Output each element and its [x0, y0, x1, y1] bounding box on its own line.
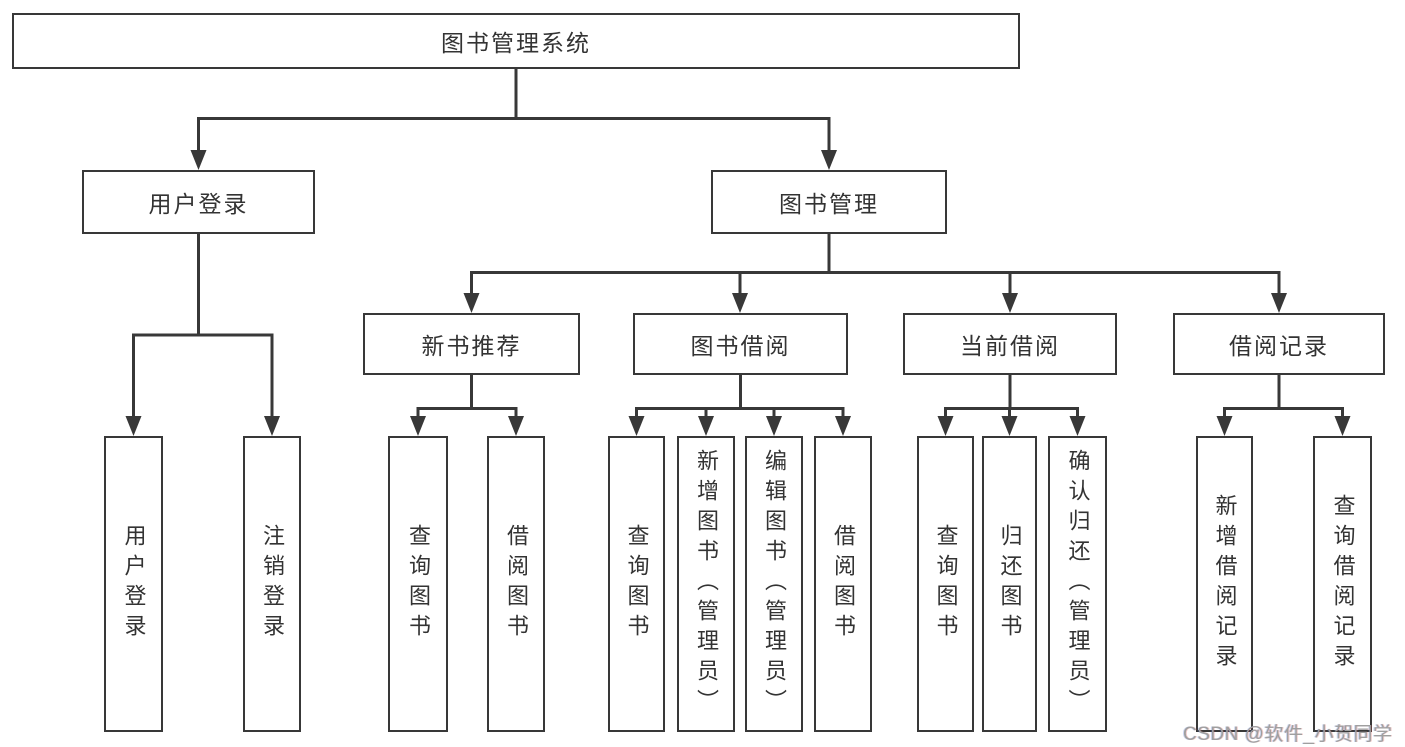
connector-user-login-to-leaves [132, 234, 274, 418]
connector-root-to-level2 [197, 68, 831, 152]
node-root-label: 图书管理系统 [441, 30, 591, 56]
leaf-return-books-label: 归还图书 [997, 524, 1023, 644]
connector-records-to-leaves [1223, 375, 1344, 419]
arrowheads [125, 150, 1351, 436]
leaf-return-books: 归还图书 [982, 436, 1037, 732]
leaf-query-books-recommend-label: 查询图书 [406, 524, 431, 644]
leaf-add-books-admin-label: 新增图书（管理员） [694, 449, 719, 719]
connector-book-mgmt-to-level3 [470, 234, 1281, 295]
leaf-query-books-borrow: 查询图书 [608, 436, 665, 732]
node-current-borrow-label: 当前借阅 [960, 333, 1060, 359]
leaf-add-books-admin: 新增图书（管理员） [677, 436, 735, 732]
node-current-borrow: 当前借阅 [903, 313, 1117, 375]
leaf-borrow-books-label: 借阅图书 [831, 524, 856, 644]
leaf-borrow-books-recommend: 借阅图书 [487, 436, 545, 732]
leaf-query-borrow-record: 查询借阅记录 [1313, 436, 1372, 732]
leaf-query-borrow-record-label: 查询借阅记录 [1330, 494, 1356, 674]
connector-new-book-to-leaves [416, 375, 518, 419]
leaf-borrow-books-recommend-label: 借阅图书 [504, 524, 529, 644]
node-user-login-branch: 用户登录 [82, 170, 315, 234]
node-borrow-records-label: 借阅记录 [1229, 333, 1329, 359]
leaf-query-books-borrow-label: 查询图书 [624, 524, 650, 644]
node-new-book-recommend-label: 新书推荐 [421, 333, 522, 359]
leaf-query-books-current: 查询图书 [917, 436, 974, 732]
connector-current-borrow-to-leaves [944, 375, 1079, 419]
node-borrow-records: 借阅记录 [1173, 313, 1385, 375]
leaf-user-login: 用户登录 [104, 436, 163, 732]
node-book-management-branch: 图书管理 [711, 170, 947, 234]
node-user-login-label: 用户登录 [148, 191, 249, 217]
leaf-query-books-recommend: 查询图书 [388, 436, 448, 732]
leaf-query-books-current-label: 查询图书 [933, 524, 959, 644]
leaf-logout: 注销登录 [243, 436, 301, 732]
leaf-edit-books-admin-label: 编辑图书（管理员） [762, 449, 787, 719]
leaf-confirm-return-admin-label: 确认归还（管理员） [1065, 449, 1091, 719]
leaf-user-login-label: 用户登录 [121, 524, 147, 644]
leaf-confirm-return-admin: 确认归还（管理员） [1048, 436, 1107, 732]
connector-book-borrow-to-leaves [635, 375, 845, 419]
csdn-watermark: CSDN @软件_小贺同学 [1183, 724, 1393, 745]
node-book-borrow-label: 图书借阅 [690, 333, 791, 359]
node-book-management-label: 图书管理 [779, 191, 879, 217]
node-book-borrow: 图书借阅 [633, 313, 848, 375]
leaf-edit-books-admin: 编辑图书（管理员） [745, 436, 803, 732]
node-new-book-recommend: 新书推荐 [363, 313, 580, 375]
leaf-logout-label: 注销登录 [260, 524, 285, 644]
leaf-add-borrow-record-label: 新增借阅记录 [1212, 494, 1238, 674]
leaf-add-borrow-record: 新增借阅记录 [1196, 436, 1253, 732]
node-root-system: 图书管理系统 [12, 13, 1020, 69]
leaf-borrow-books: 借阅图书 [814, 436, 872, 732]
